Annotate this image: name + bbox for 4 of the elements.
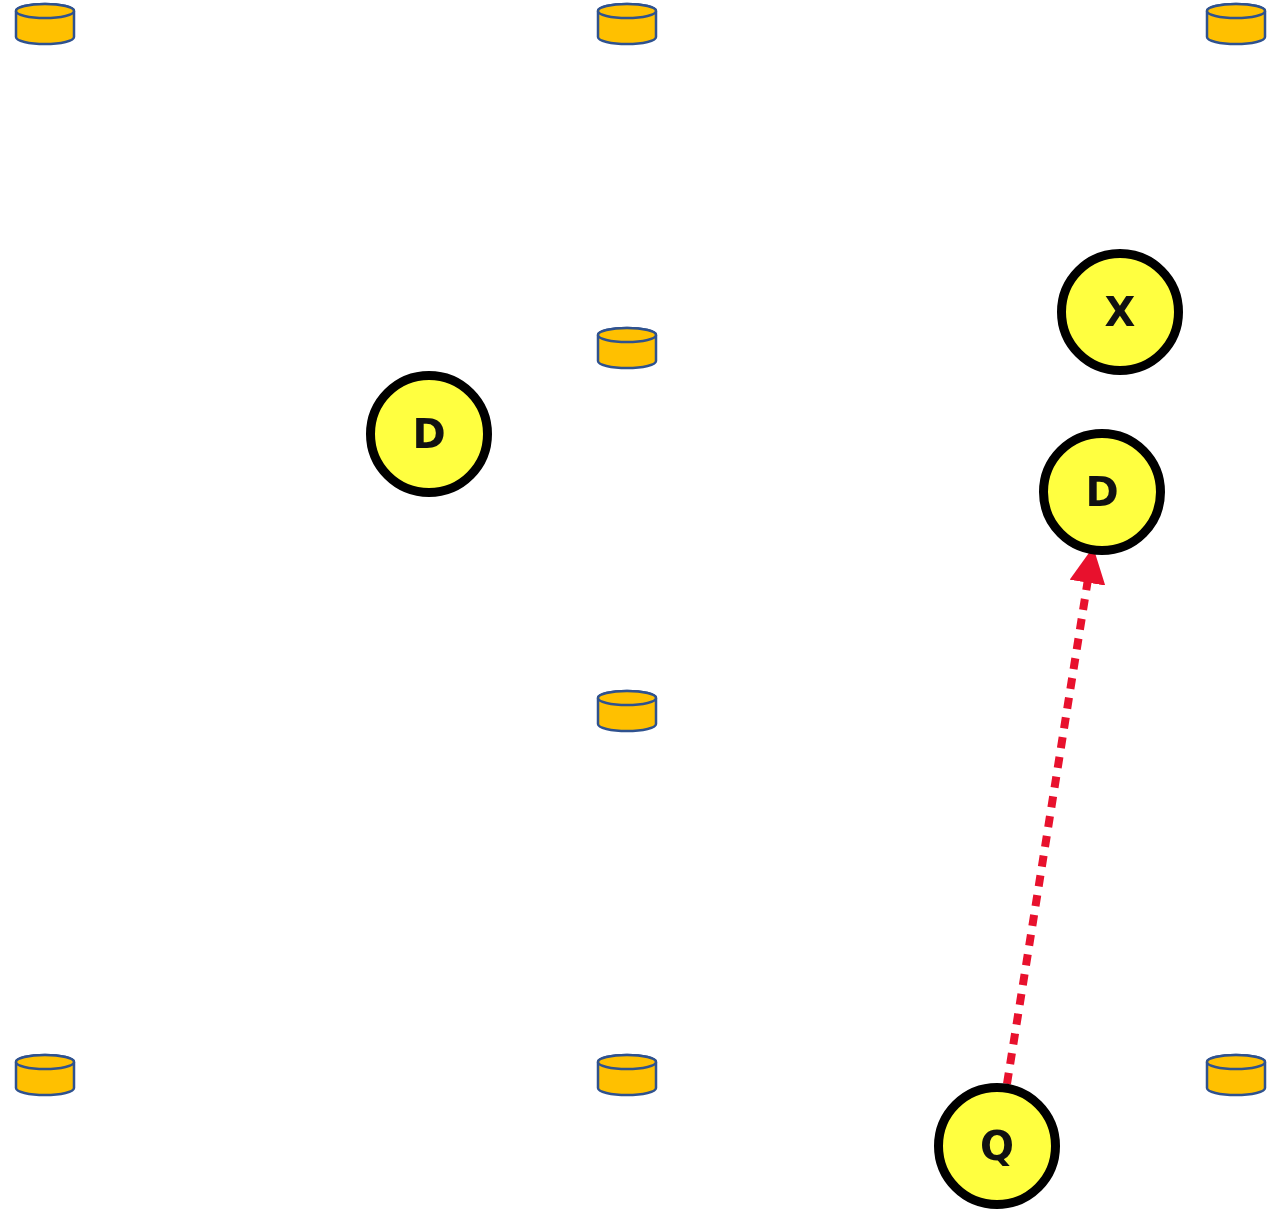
player-letter: D — [1085, 469, 1119, 515]
player-letter: Q — [980, 1123, 1014, 1169]
player-letter: D — [412, 411, 446, 457]
player-letter: X — [1104, 289, 1136, 335]
